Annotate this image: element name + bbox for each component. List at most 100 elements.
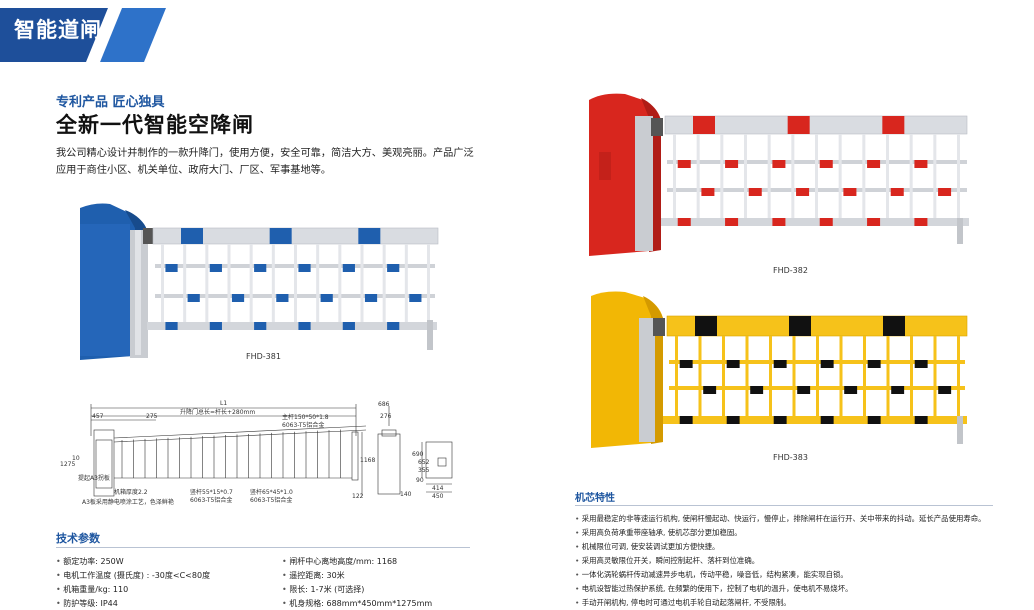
gate-vertical-bar	[767, 134, 771, 218]
gate-vertical-bar	[816, 336, 819, 416]
gate-rail-marker	[820, 360, 834, 368]
gate-vertical-bar	[863, 336, 866, 416]
core-feature-item: 采用高灵敏限位开关，瞬间控制起杆、落杆到位准确。	[575, 555, 759, 566]
gate-rail-marker	[387, 322, 400, 330]
model-label-fhd381: FHD-381	[246, 352, 281, 361]
banner-title: 智能道闸	[14, 18, 102, 42]
gate-rail-marker	[276, 294, 289, 302]
gate-vertical-bar	[404, 244, 408, 322]
gate-rail-marker	[298, 264, 311, 272]
drawing-dim-140: 140	[400, 491, 412, 498]
drawing-dim-686: 686	[378, 401, 390, 408]
boom-color-band	[882, 116, 905, 134]
headline: 全新一代智能空降闸	[56, 113, 254, 137]
gate-vertical-bar	[791, 134, 795, 218]
drawing-dim-276: 276	[380, 413, 392, 420]
gate-rail-marker	[914, 160, 928, 168]
boom-color-band	[181, 228, 203, 244]
gate-rail-marker	[254, 322, 267, 330]
gate-rail-marker	[867, 160, 881, 168]
core-divider	[575, 505, 993, 506]
gate-vertical-bar	[382, 244, 386, 322]
gate-vertical-bar	[839, 336, 843, 416]
gate-vertical-bar	[360, 244, 364, 322]
gate-rail-marker	[772, 218, 786, 226]
gate-vertical-bar	[161, 244, 164, 322]
spec-item: 防护等级: IP44	[56, 598, 118, 609]
gate-vertical-bar	[696, 134, 700, 218]
boom-color-band	[789, 316, 811, 336]
gate-vertical-bar	[338, 244, 342, 322]
gate-rail-marker	[165, 322, 178, 330]
gate-vertical-bar	[427, 244, 430, 322]
drawing-bar-left-alloy: 6063-T5铝合金	[190, 496, 232, 504]
gate-vertical-bar	[183, 244, 187, 322]
gate-vertical-bar	[744, 134, 747, 218]
gate-rail-marker	[725, 218, 739, 226]
spec-item: 电机工作温度 (摄氏度) : -30度<C<80度	[56, 570, 210, 581]
gate-vertical-bar	[815, 134, 818, 218]
gate-rail-marker	[843, 188, 857, 196]
gate-rail-marker	[254, 264, 267, 272]
drawing-dim-1168: 1168	[360, 457, 375, 464]
gate-vertical-bar	[957, 134, 960, 218]
gate-rail-marker	[679, 416, 693, 424]
gate-rail-marker	[890, 188, 904, 196]
gate-rail-marker	[209, 264, 222, 272]
gate-rail-marker	[867, 416, 881, 424]
drawing-span-note: 升降门总长=杆长+280mm	[180, 408, 255, 416]
gate-rail-marker	[342, 264, 355, 272]
product-image-fhd383	[585, 290, 975, 454]
gate-vertical-bar	[745, 336, 749, 416]
drawing-dim-10: 10	[72, 455, 80, 462]
spec-item: 限长: 1-7米 (可选择)	[282, 584, 364, 595]
drawing-dim-690: 690	[412, 451, 424, 458]
boom-color-band	[787, 116, 810, 134]
spec-item: 机箱重量/kg: 110	[56, 584, 128, 595]
drawing-dim-1275: 1275	[60, 461, 75, 468]
model-label-fhd382: FHD-382	[773, 266, 808, 275]
drawing-dim-414: 414	[432, 485, 444, 492]
drawing-dim-90: 90	[416, 477, 424, 484]
spec-item: 额定功率: 250W	[56, 556, 123, 567]
gate-rail-marker	[231, 294, 245, 302]
intro-paragraph: 我公司精心设计并制作的一款升降门，使用方便，安全可靠，简洁大方、美观亮丽。产品广…	[56, 148, 474, 176]
gate-rail-marker	[187, 294, 200, 302]
gate-vertical-bar	[249, 244, 253, 322]
gate-rail-marker	[679, 360, 693, 368]
spec-item: 闸杆中心离地高度/mm: 1168	[282, 556, 397, 567]
gate-rail-marker	[844, 386, 858, 394]
gate-vertical-bar	[316, 244, 320, 322]
gate-vertical-bar	[271, 244, 275, 322]
gate-rail-marker	[748, 188, 762, 196]
gate-vertical-bar	[792, 336, 796, 416]
tech-params-title: 技术参数	[56, 532, 100, 545]
core-feature-item: 采用高负荷承重带座轴承, 使机芯部分更加稳固。	[575, 527, 742, 538]
tech-divider	[56, 547, 470, 548]
gate-rail-marker	[409, 294, 422, 302]
drawing-bar-right-alloy: 6063-T5铝合金	[250, 496, 292, 504]
gate-rail-marker	[914, 218, 928, 226]
core-feature-item: 手动开闸机构, 停电时可通过电机手轮自动起落闸杆, 不受限制。	[575, 597, 791, 608]
product-image-fhd381	[75, 200, 445, 369]
drawing-l1: L1	[220, 400, 227, 407]
drawing-bar-right: 竖杆65*45*1.0	[250, 488, 293, 496]
drawing-dim-457: 457	[92, 413, 104, 420]
boom-color-band	[883, 316, 905, 336]
gate-vertical-bar	[227, 244, 231, 322]
gate-rail-marker	[703, 386, 717, 394]
gate-rail-marker	[819, 160, 833, 168]
drawing-dim-652: 652	[418, 459, 430, 466]
header-banner: 智能道闸	[0, 0, 166, 62]
gate-rail-marker	[867, 218, 881, 226]
drawing-bar-left: 竖杆55*15*0.7	[190, 488, 233, 496]
model-label-fhd383: FHD-383	[773, 453, 808, 462]
gate-rail-marker	[797, 386, 811, 394]
gate-rail-marker	[773, 360, 787, 368]
gate-vertical-bar	[294, 244, 297, 322]
gate-vertical-bar	[698, 336, 702, 416]
gate-rail-marker	[914, 416, 928, 424]
boom-color-band	[693, 116, 715, 134]
gate-rail-marker	[938, 188, 952, 196]
gate-rail-marker	[298, 322, 311, 330]
